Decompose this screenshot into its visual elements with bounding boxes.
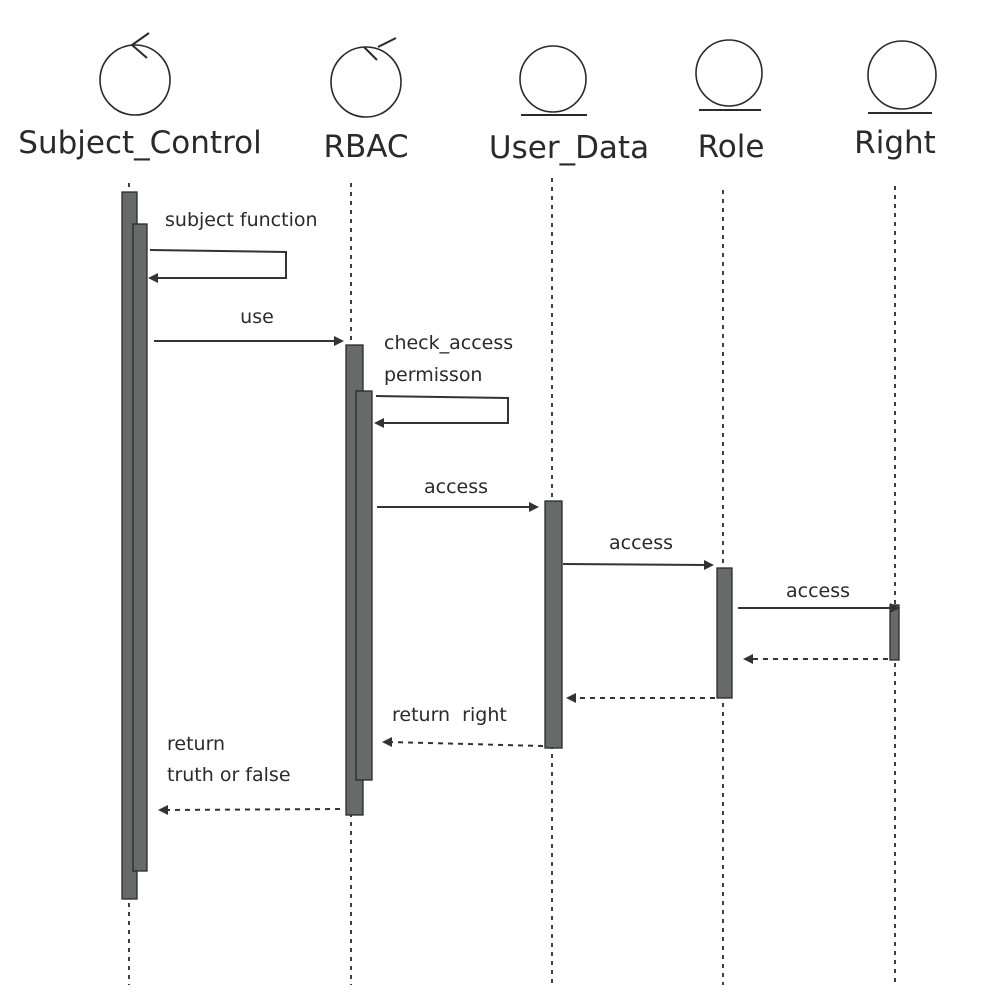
message-subject-function [148, 249, 287, 283]
message-return-right-to-role [743, 654, 888, 664]
message-return-right [382, 737, 544, 747]
lifeline-title-subject-control: Subject_Control [18, 125, 261, 161]
message-label-truth-or-false: truth or false [167, 764, 291, 786]
message-label-check-access: check_access [384, 332, 513, 354]
message-access-right [738, 603, 900, 613]
entity-icon [695, 39, 763, 111]
activation-subject-control-inner [132, 223, 148, 872]
lifeline-title-user-data: User_Data [489, 130, 649, 166]
message-label-access-role: access [609, 532, 673, 554]
message-check-access-permission [374, 395, 509, 428]
activation-role [716, 567, 733, 699]
message-access-user-data [377, 502, 539, 512]
message-label-access-right: access [786, 580, 850, 602]
control-icon [99, 32, 171, 116]
entity-icon [867, 40, 937, 114]
message-use [154, 336, 344, 346]
message-label-access-user-data: access [424, 476, 488, 498]
message-return-truth-or-false [158, 805, 341, 815]
message-label-use: use [240, 306, 274, 328]
entity-icon [519, 45, 587, 116]
activation-right [889, 604, 900, 661]
lifeline-title-right: Right [854, 125, 936, 161]
message-label-permission: permisson [384, 364, 482, 386]
message-access-role [562, 560, 714, 570]
message-label-return: return [167, 733, 225, 755]
lifeline-title-rbac: RBAC [323, 129, 408, 165]
message-return-role-to-user-data [566, 693, 715, 703]
activation-rbac-inner [355, 390, 373, 781]
message-label-subject-function: subject function [165, 209, 318, 231]
control-icon [330, 37, 402, 118]
lifeline-title-role: Role [698, 129, 765, 165]
activation-user-data [544, 500, 563, 749]
message-label-return-right: return right [392, 704, 507, 726]
